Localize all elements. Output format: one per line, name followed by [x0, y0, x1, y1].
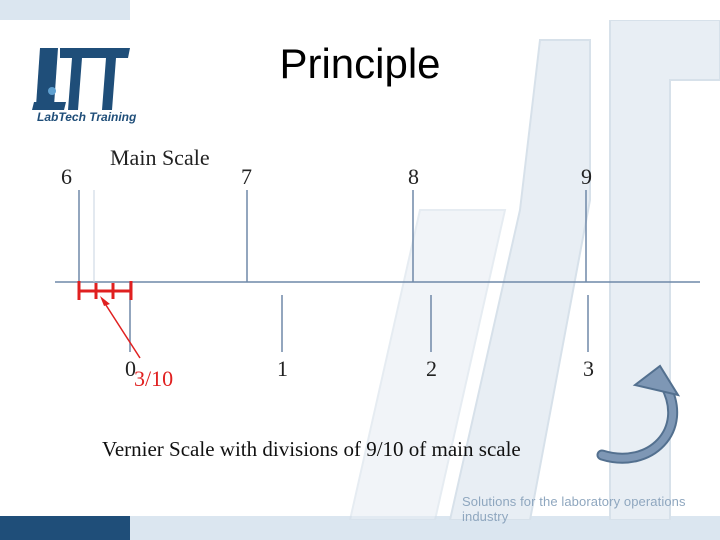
tagline-text: Solutions for the laboratory operations … [462, 494, 686, 524]
red-measure-bracket [77, 281, 133, 300]
curved-arrow-icon [596, 364, 681, 464]
bottom-accent-bar-light [130, 516, 720, 540]
red-pointer-arrowhead [100, 296, 110, 306]
watermark-logo [348, 20, 720, 520]
main-scale-label: Main Scale [110, 145, 210, 170]
main-scale-tick-label-9: 9 [581, 164, 592, 189]
vernier-tick-label-3: 3 [583, 356, 594, 381]
vernier-reading-label: 3/10 [134, 366, 174, 391]
main-scale-tick-label-7: 7 [241, 164, 252, 189]
vernier-tick-label-2: 2 [426, 356, 437, 381]
top-accent-bar [0, 0, 130, 20]
vernier-tick-label-1: 1 [277, 356, 288, 381]
slide-title-text: Principle [279, 40, 441, 87]
caption-text: Vernier Scale with divisions of 9/10 of … [102, 437, 521, 461]
slide-title: Principle [0, 40, 720, 88]
red-pointer-arrow [103, 301, 141, 359]
vernier-tick-label-0: 0 [125, 356, 136, 381]
bottom-accent-bar-dark [0, 516, 130, 540]
main-scale-tick-label-8: 8 [408, 164, 419, 189]
labtech-logo-icon [32, 48, 130, 110]
main-scale-tick-label-6: 6 [61, 164, 72, 189]
logo-brand-text: LabTech Training [37, 110, 137, 124]
